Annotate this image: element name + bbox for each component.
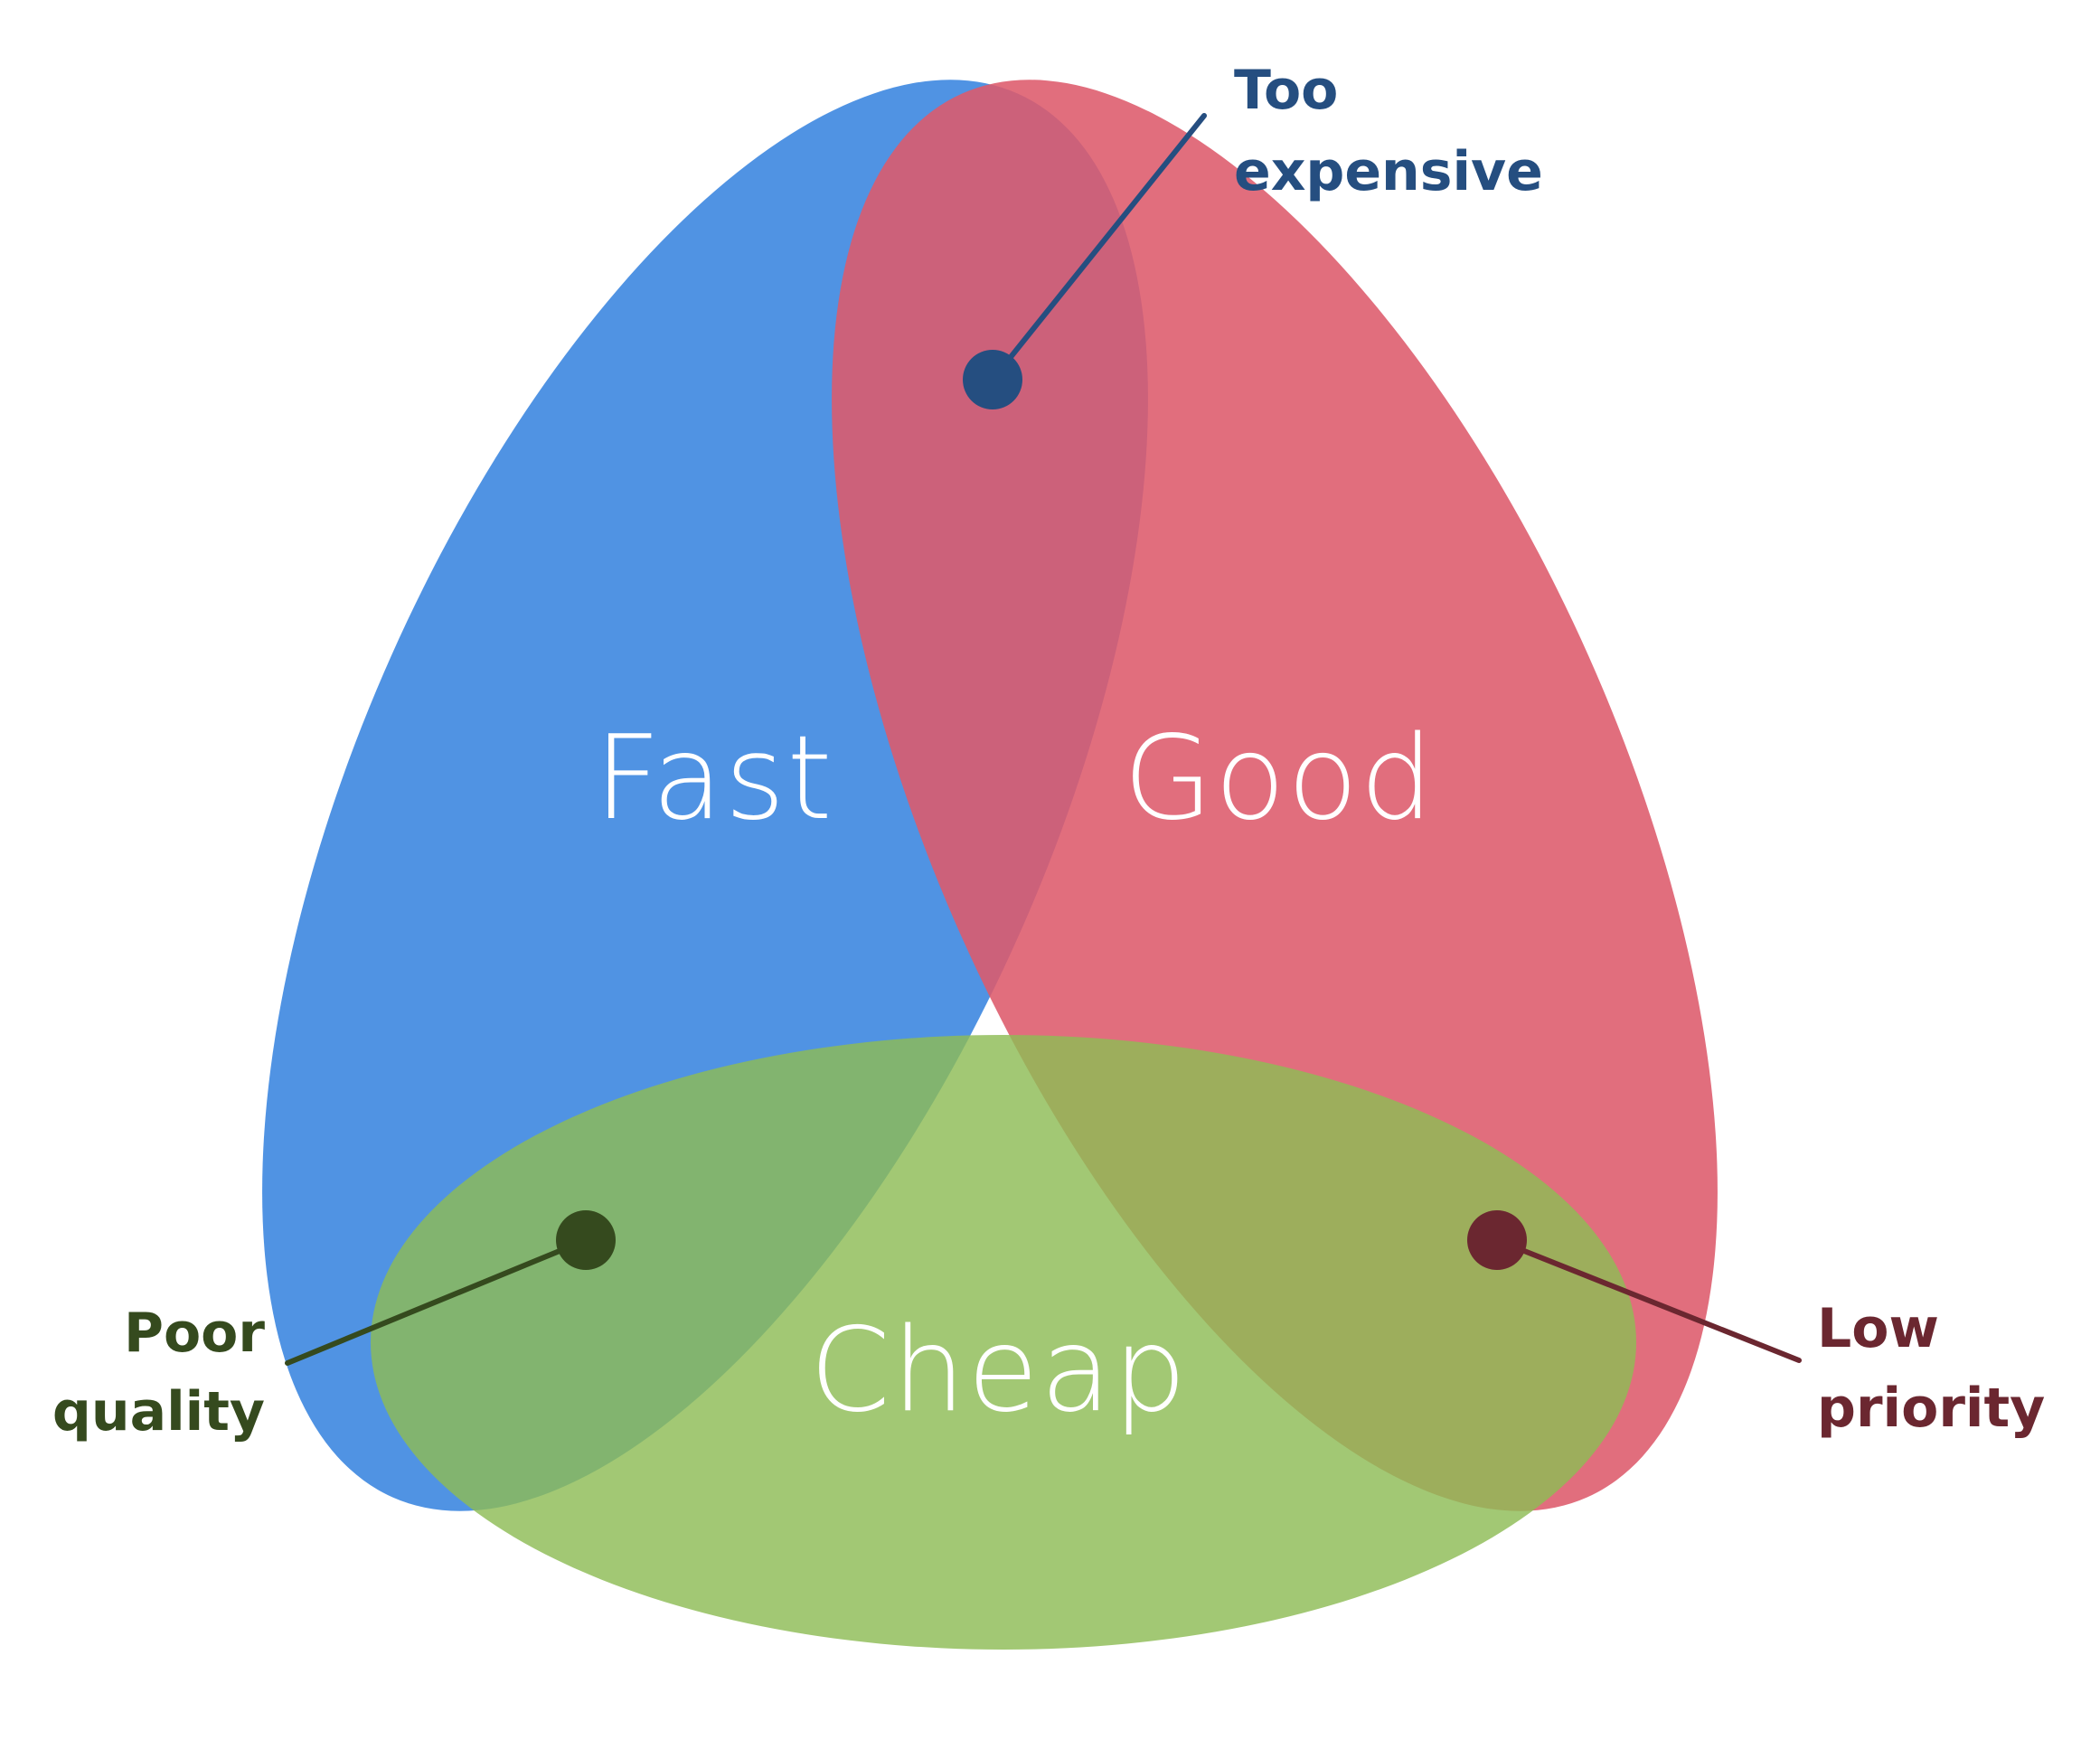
- poor-quality-leader-line: [285, 1237, 589, 1366]
- low-priority-leader-line: [1494, 1237, 1802, 1363]
- too-expensive-label-line1: Too: [1234, 59, 1338, 122]
- low-priority-marker: [1467, 1210, 1527, 1270]
- cheap-set-shape: [371, 1035, 1636, 1650]
- low-priority-label-line1: Low: [1817, 1297, 1939, 1360]
- fast-label: Fast: [594, 711, 833, 846]
- too-expensive-marker: [963, 350, 1022, 409]
- good-label: Good: [1123, 711, 1435, 846]
- cheap-label: Cheap: [810, 1303, 1189, 1438]
- callout-poor-quality: Poor quality: [52, 1210, 616, 1443]
- too-expensive-leader-line: [990, 113, 1207, 382]
- callout-too-expensive: Too expensive: [963, 59, 1543, 409]
- poor-quality-marker: [556, 1210, 616, 1270]
- poor-quality-label-line1: Poor: [124, 1302, 265, 1365]
- callout-low-priority: Low priority: [1467, 1210, 2045, 1440]
- too-expensive-label-line2: expensive: [1234, 140, 1543, 203]
- low-priority-label-line2: priority: [1817, 1377, 2045, 1440]
- poor-quality-label-line2: quality: [52, 1380, 265, 1443]
